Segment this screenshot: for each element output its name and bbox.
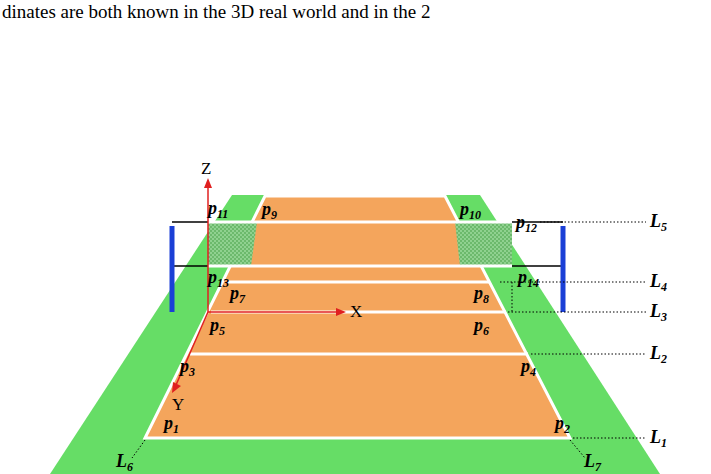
line-label: L2 (650, 344, 667, 365)
point-label: p1 (164, 414, 179, 435)
point-label: p6 (474, 316, 489, 337)
point-label: p12 (516, 213, 537, 234)
leader-lines (132, 222, 646, 458)
line-label: L5 (650, 212, 667, 233)
point-label: p4 (521, 357, 536, 378)
axis-label: X (350, 303, 362, 320)
point-label: p11 (208, 199, 228, 220)
line-label: L3 (650, 302, 667, 323)
point-label: p8 (474, 284, 489, 305)
document-text: dinates are both known in the 3D real wo… (2, 2, 430, 21)
point-label: p13 (208, 268, 229, 289)
point-label: p9 (262, 200, 277, 221)
line-label: L7 (584, 452, 601, 473)
net-cords (172, 222, 563, 266)
point-label: p2 (555, 414, 570, 435)
point-label: p3 (180, 357, 195, 378)
point-label: p7 (230, 284, 245, 305)
net-mesh (208, 222, 512, 266)
line-label: L6 (116, 452, 133, 473)
line-label: L4 (650, 272, 667, 293)
court-behind-net (251, 222, 460, 266)
axes (172, 178, 346, 393)
ground (50, 195, 660, 474)
net-bands (208, 222, 512, 266)
point-label: p14 (518, 268, 539, 289)
axis-label: Z (201, 160, 211, 177)
point-label: p5 (210, 316, 225, 337)
point-label: p10 (460, 200, 481, 221)
line-label: L1 (650, 428, 667, 449)
axis-label: Y (172, 396, 184, 413)
net-posts (172, 226, 563, 312)
